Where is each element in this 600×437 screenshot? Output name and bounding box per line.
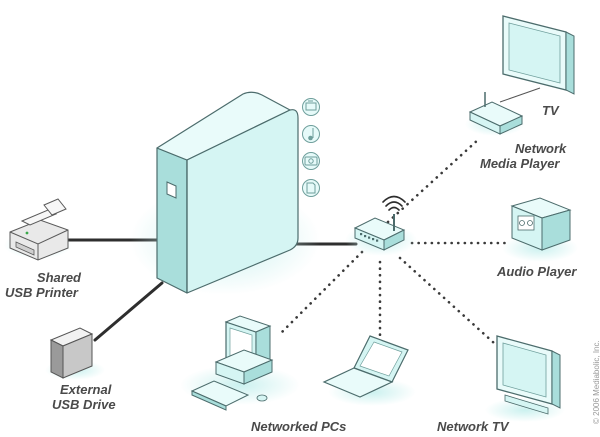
network-media-player-label: Network [515, 141, 566, 156]
media-server-slot [166, 181, 177, 199]
network-tv-label: Network TV [437, 419, 509, 434]
shared-printer-label-2: USB Printer [5, 285, 78, 300]
network-media-player-label-line2: Media Player [480, 156, 560, 171]
document-icon [302, 179, 320, 197]
wifi-signal-icon [382, 195, 406, 211]
external-drive-label-2: USB Drive [52, 397, 116, 412]
shared-printer-label-line1: Shared [36, 270, 81, 285]
network-media-player-label-2: Media Player [480, 156, 560, 171]
camera-icon [302, 152, 320, 170]
external-drive-label-line1: External [60, 382, 112, 397]
desktop-pc-icon [180, 315, 300, 411]
shared-printer-label: Shared [33, 270, 81, 285]
wireless-link-network-tv [398, 256, 496, 345]
music-icon [302, 125, 320, 143]
media-server [130, 91, 320, 295]
network-tv-label-text: Network TV [437, 419, 509, 434]
audio-player-icon [502, 197, 578, 262]
tv-media-player-cable [499, 87, 541, 103]
networked-pcs-label-text: Networked PCs [251, 419, 347, 434]
media-player-icon [465, 92, 525, 136]
network-tv-icon [485, 335, 565, 422]
media-server-top-face [156, 91, 291, 161]
external-drive-label-line2: USB Drive [52, 397, 116, 412]
tv-label: TV [542, 103, 559, 118]
tv-icon [502, 15, 575, 95]
audio-player-label-text: Audio Player [497, 264, 577, 279]
usb-drive-icon [45, 327, 105, 380]
laptop-icon [322, 335, 416, 406]
external-drive-label: External [60, 382, 111, 397]
printer-icon [4, 198, 72, 261]
router-side [383, 229, 405, 251]
network-media-player-label-line1: Network [515, 141, 567, 156]
drive-cable [93, 281, 164, 342]
shared-printer-label-line2: USB Printer [5, 285, 78, 300]
media-server-front-face [186, 109, 299, 294]
media-icons [302, 98, 320, 197]
copyright-notice: © 2006 Mediabolic, Inc. [592, 340, 600, 424]
wireless-link-desktop-pc [280, 250, 364, 334]
photo-icon [302, 98, 320, 116]
router-ports [360, 233, 379, 242]
networked-pcs-label: Networked PCs [251, 419, 346, 434]
wireless-connections [280, 136, 510, 345]
audio-player-label: Audio Player [497, 264, 576, 279]
wireless-router [345, 195, 417, 256]
media-server-left-face [156, 147, 188, 294]
wireless-link-media-player [386, 136, 482, 224]
tv-label-text: TV [542, 103, 559, 118]
